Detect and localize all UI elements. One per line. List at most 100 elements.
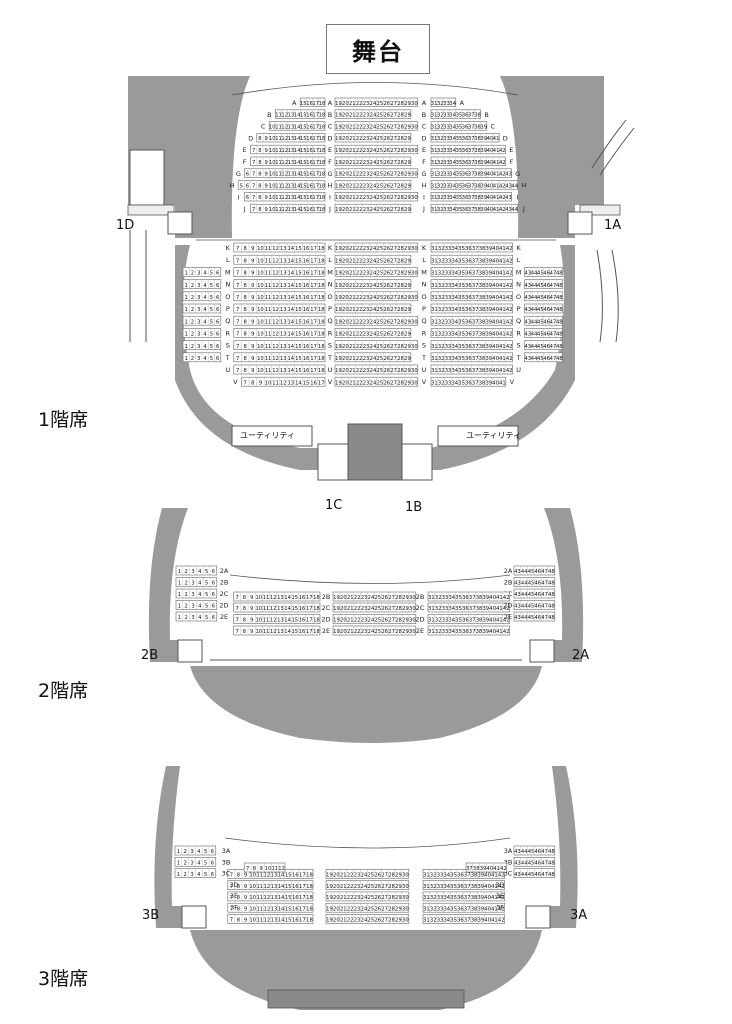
seat-number[interactable]: 11: [256, 884, 263, 890]
seat-number[interactable]: 19: [335, 271, 342, 277]
seat-number[interactable]: 9: [250, 618, 253, 624]
seat-number[interactable]: 23: [363, 319, 370, 325]
seat-number[interactable]: 5: [205, 581, 208, 587]
seat-number[interactable]: 28: [397, 172, 404, 178]
seat-number[interactable]: 37: [472, 380, 479, 386]
seat-number[interactable]: 17: [310, 307, 317, 313]
seat-number[interactable]: 29: [404, 344, 411, 350]
seat-number[interactable]: 14: [294, 136, 301, 142]
seat-number[interactable]: 25: [377, 160, 384, 166]
seat-number[interactable]: 10: [249, 895, 256, 901]
seat-number[interactable]: 9: [251, 307, 254, 313]
seat-number[interactable]: 20: [342, 124, 349, 130]
seat-number[interactable]: 48: [556, 319, 563, 325]
seat-number[interactable]: 14: [278, 873, 285, 879]
seat-number[interactable]: 27: [388, 629, 395, 635]
seat-number[interactable]: 20: [342, 356, 349, 362]
seat-number[interactable]: 27: [390, 136, 397, 142]
seat-number[interactable]: 7: [236, 283, 239, 289]
seat-number[interactable]: 14: [278, 895, 285, 901]
seat-number[interactable]: 25: [377, 332, 384, 338]
seat-number[interactable]: 17: [318, 380, 325, 386]
seat-number[interactable]: 40: [492, 307, 499, 313]
seat-number[interactable]: 27: [390, 160, 397, 166]
seat-number[interactable]: 35: [458, 380, 465, 386]
seat-number[interactable]: 39: [477, 873, 484, 879]
seat-number[interactable]: 36: [457, 884, 464, 890]
seat-number[interactable]: 40: [492, 380, 499, 386]
seat-number[interactable]: 25: [377, 271, 384, 277]
seat-number[interactable]: 34: [449, 136, 456, 142]
seat-number[interactable]: 38: [479, 332, 486, 338]
seat-number[interactable]: 15: [300, 136, 307, 142]
seat-number[interactable]: 20: [342, 307, 349, 313]
seat-number[interactable]: 25: [377, 124, 384, 130]
seat-number[interactable]: 23: [363, 160, 370, 166]
seat-number[interactable]: 41: [496, 629, 503, 635]
seat-number[interactable]: 35: [458, 344, 465, 350]
seat-number[interactable]: 35: [450, 895, 457, 901]
seat-number[interactable]: 14: [287, 319, 294, 325]
seat-number[interactable]: 37: [464, 884, 471, 890]
seat-number[interactable]: 13: [280, 271, 287, 277]
seat-number[interactable]: 14: [278, 884, 285, 890]
seat-number[interactable]: 21: [347, 629, 354, 635]
seat-number[interactable]: 30: [411, 172, 418, 178]
seat-number[interactable]: 23: [363, 195, 370, 201]
seat-number[interactable]: 39: [485, 258, 492, 264]
seat-number[interactable]: 34: [443, 918, 450, 924]
seat-number[interactable]: 48: [556, 356, 563, 362]
seat-number[interactable]: 30: [411, 295, 418, 301]
seat-number[interactable]: 18: [318, 295, 325, 301]
seat-number[interactable]: 40: [487, 148, 494, 154]
seat-number[interactable]: 27: [390, 295, 397, 301]
seat-number[interactable]: 8: [258, 160, 261, 166]
seat-number[interactable]: 22: [356, 380, 363, 386]
seat-number[interactable]: 19: [335, 295, 342, 301]
seat-number[interactable]: 36: [465, 246, 472, 252]
seat-number[interactable]: 46: [543, 332, 550, 338]
seat-number[interactable]: 3: [190, 872, 193, 878]
seat-number[interactable]: 27: [390, 271, 397, 277]
seat-number[interactable]: 25: [377, 136, 384, 142]
seat-number[interactable]: 32: [438, 246, 445, 252]
seat-number[interactable]: 41: [493, 866, 500, 872]
seat-number[interactable]: 29: [404, 136, 411, 142]
seat-number[interactable]: 33: [443, 172, 450, 178]
seat-number[interactable]: 2: [191, 356, 194, 362]
seat-number[interactable]: 45: [528, 569, 535, 575]
seat-number[interactable]: 15: [295, 332, 302, 338]
seat-number[interactable]: 39: [480, 160, 487, 166]
seat-number[interactable]: 37: [472, 332, 479, 338]
seat-number[interactable]: 18: [319, 124, 326, 130]
seat-number[interactable]: 35: [456, 136, 463, 142]
seat-number[interactable]: 12: [272, 368, 279, 374]
seat-number[interactable]: 26: [383, 307, 390, 313]
seat-number[interactable]: 5: [204, 872, 207, 878]
seat-number[interactable]: 19: [326, 895, 333, 901]
seat-number[interactable]: 32: [438, 295, 445, 301]
seat-number[interactable]: 38: [471, 884, 478, 890]
seat-number[interactable]: 34: [443, 884, 450, 890]
seat-number[interactable]: 36: [465, 258, 472, 264]
seat-number[interactable]: 4: [198, 581, 202, 587]
seat-number[interactable]: 25: [368, 918, 375, 924]
seat-number[interactable]: 35: [455, 606, 462, 612]
seat-number[interactable]: 32: [435, 618, 442, 624]
seat-number[interactable]: 19: [335, 207, 342, 213]
seat-number[interactable]: 8: [244, 258, 247, 264]
seat-number[interactable]: 18: [318, 319, 325, 325]
seat-number[interactable]: 15: [300, 148, 307, 154]
seat-number[interactable]: 26: [383, 344, 390, 350]
seat-number[interactable]: 25: [368, 884, 375, 890]
seat-number[interactable]: 20: [342, 172, 349, 178]
seat-number[interactable]: 38: [476, 618, 483, 624]
seat-number[interactable]: 46: [534, 581, 541, 587]
seat-number[interactable]: 12: [264, 884, 271, 890]
seat-number[interactable]: 12: [281, 195, 288, 201]
seat-number[interactable]: 13: [277, 595, 284, 601]
seat-number[interactable]: 42: [498, 884, 505, 890]
seat-number[interactable]: 20: [342, 271, 349, 277]
seat-number[interactable]: 13: [288, 172, 295, 178]
seat-number[interactable]: 5: [210, 295, 213, 301]
